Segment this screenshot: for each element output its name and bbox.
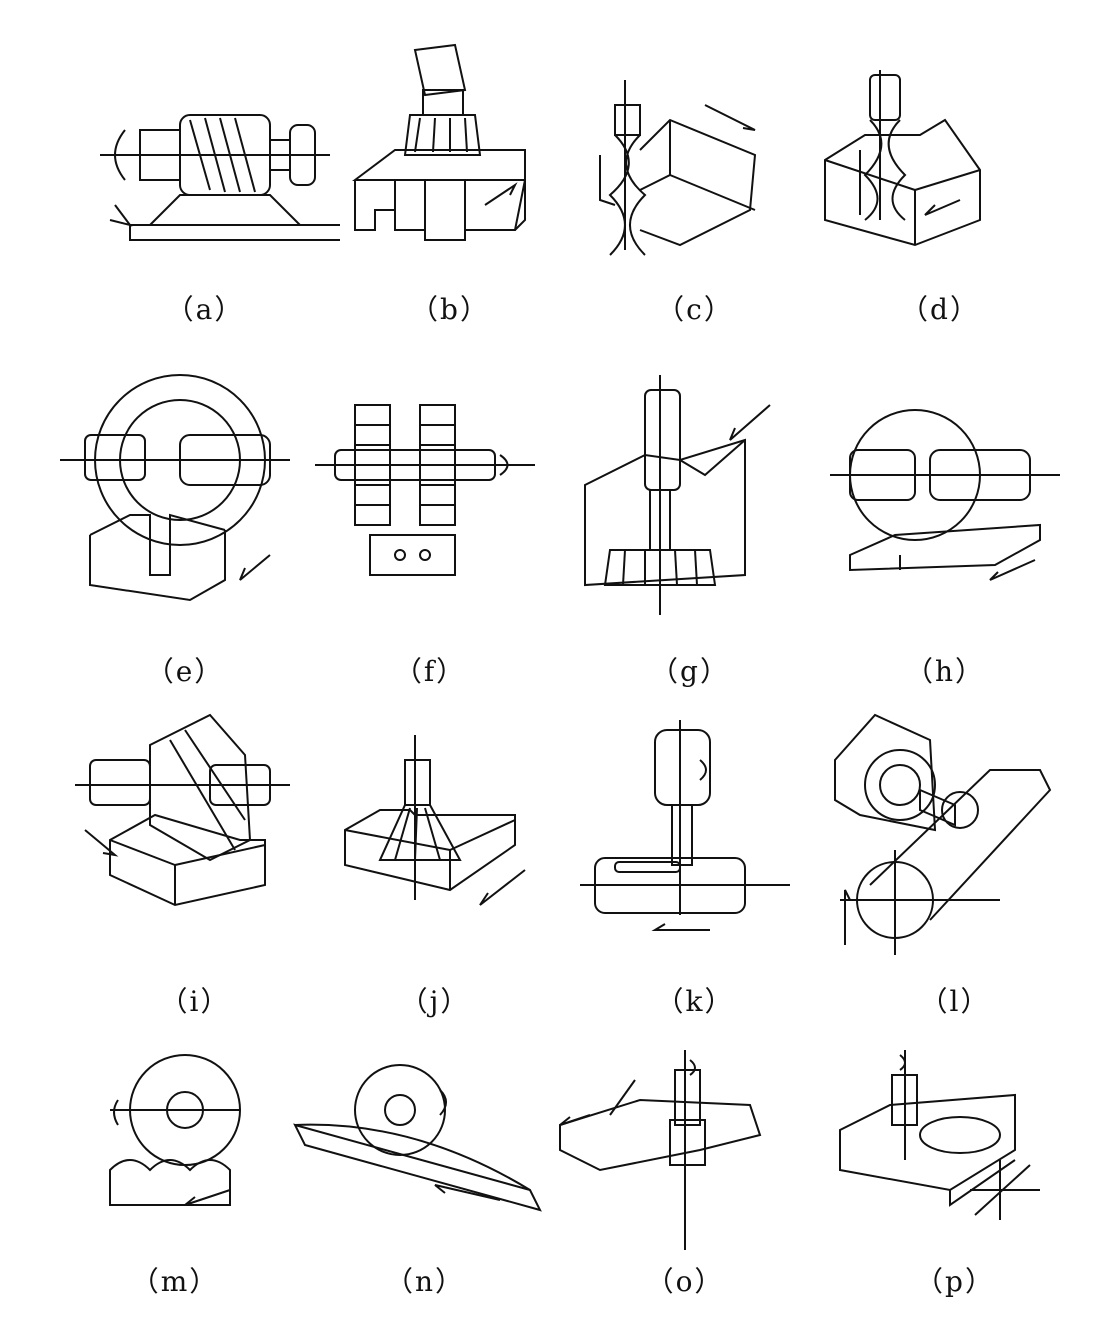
figure-a-drawing <box>70 30 340 300</box>
figure-a-label: （a） <box>165 293 245 326</box>
figure-e: （e） <box>50 365 320 688</box>
figure-g-label: （g） <box>650 655 730 688</box>
figure-g: （g） <box>555 365 825 688</box>
figure-n-label: （n） <box>384 1265 466 1298</box>
figure-a: （a） <box>70 30 340 350</box>
figure-g-drawing <box>555 365 825 635</box>
figure-k: （k） <box>560 700 830 1020</box>
figure-d: （d） <box>805 30 1075 350</box>
figure-e-drawing <box>50 365 320 635</box>
figure-f: （f） <box>295 365 565 688</box>
figure-i: （i） <box>60 700 330 1020</box>
figure-d-label: （d） <box>900 293 980 326</box>
figure-n-drawing <box>290 1020 560 1290</box>
figure-i-drawing <box>60 700 330 970</box>
figure-k-label: （k） <box>655 985 735 1018</box>
figure-f-label: （f） <box>393 655 467 688</box>
figure-m: （m） <box>40 1020 310 1340</box>
figure-p: （p） <box>820 1020 1090 1340</box>
figure-j: （j） <box>300 700 570 1020</box>
milling-figure-grid: （a） （b） （c） <box>0 0 1096 1298</box>
figure-k-drawing <box>560 700 830 970</box>
figure-j-label: （j） <box>399 985 471 1018</box>
figure-d-drawing <box>805 30 1075 300</box>
figure-p-drawing <box>820 1020 1090 1290</box>
figure-c: （c） <box>560 30 830 350</box>
figure-n: （n） <box>290 1020 560 1340</box>
figure-l: （l） <box>820 700 1090 1020</box>
figure-b-drawing <box>315 30 585 300</box>
figure-h-drawing <box>810 365 1080 635</box>
figure-m-drawing <box>40 1020 310 1290</box>
figure-j-drawing <box>300 700 570 970</box>
figure-o-label: （o） <box>645 1265 725 1298</box>
figure-f-drawing <box>295 365 565 635</box>
figure-m-label: （m） <box>130 1265 220 1298</box>
figure-o: （o） <box>550 1020 820 1340</box>
figure-h: （h） <box>810 365 1080 688</box>
figure-b-label: （b） <box>410 293 490 326</box>
figure-i-label: （i） <box>159 985 231 1018</box>
figure-c-label: （c） <box>656 293 734 326</box>
figure-l-label: （l） <box>919 985 991 1018</box>
figure-b: （b） <box>315 30 585 350</box>
figure-o-drawing <box>550 1020 820 1290</box>
figure-l-drawing <box>820 700 1090 970</box>
figure-c-drawing <box>560 30 830 300</box>
figure-e-label: （e） <box>145 655 225 688</box>
figure-h-label: （h） <box>904 655 986 688</box>
figure-p-label: （p） <box>915 1265 995 1298</box>
